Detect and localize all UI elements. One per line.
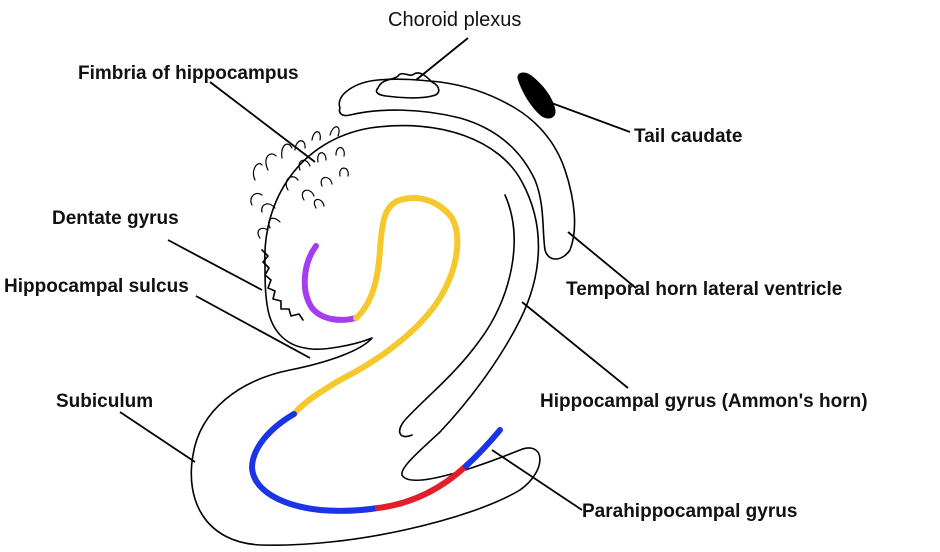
leader-lines: [119, 37, 637, 511]
label-dentate-gyrus: Dentate gyrus: [52, 208, 179, 229]
parahippocampal-blue-band: [463, 427, 503, 469]
labels: Choroid plexus Fimbria of hippocampus Ta…: [4, 9, 868, 522]
label-subiculum: Subiculum: [56, 391, 153, 412]
choroid-plexus-shape: [375, 72, 440, 99]
dentate-gyrus-band: [301, 243, 359, 323]
cell-bands: [249, 195, 503, 514]
leader-parahippocampal-gyrus: [491, 449, 583, 511]
label-choroid-plexus: Choroid plexus: [388, 9, 521, 31]
leader-dentate-gyrus: [167, 239, 263, 291]
leader-choroid-plexus: [415, 37, 469, 81]
hippocampus-outline: [190, 72, 576, 547]
parahippocampal-red-band: [375, 463, 469, 511]
leader-hippocampal-sulcus: [195, 295, 311, 359]
leader-tail-caudate: [537, 97, 631, 133]
label-hippocampal-gyrus: Hippocampal gyrus (Ammon's horn): [540, 391, 868, 412]
inner-fold: [398, 194, 515, 438]
label-temporal-horn: Temporal horn lateral ventricle: [566, 279, 842, 300]
outer-contour: [190, 124, 541, 547]
fimbria-fibres: [250, 126, 349, 239]
leader-fimbria: [209, 81, 316, 163]
dentate-margin: [261, 249, 304, 321]
subiculum-band: [249, 411, 381, 514]
ammon-horn-band: [291, 195, 461, 417]
label-tail-caudate: Tail caudate: [634, 126, 742, 147]
label-fimbria: Fimbria of hippocampus: [78, 63, 299, 84]
label-hippocampal-sulcus: Hippocampal sulcus: [4, 276, 189, 297]
leader-hippocampal-gyrus: [521, 301, 629, 389]
ventricle-roof: [338, 78, 576, 260]
leader-subiculum: [119, 411, 196, 463]
leader-temporal-horn: [567, 231, 637, 289]
label-parahippocampal-gyrus: Parahippocampal gyrus: [582, 501, 797, 522]
tail-caudate-shape: [517, 72, 556, 119]
